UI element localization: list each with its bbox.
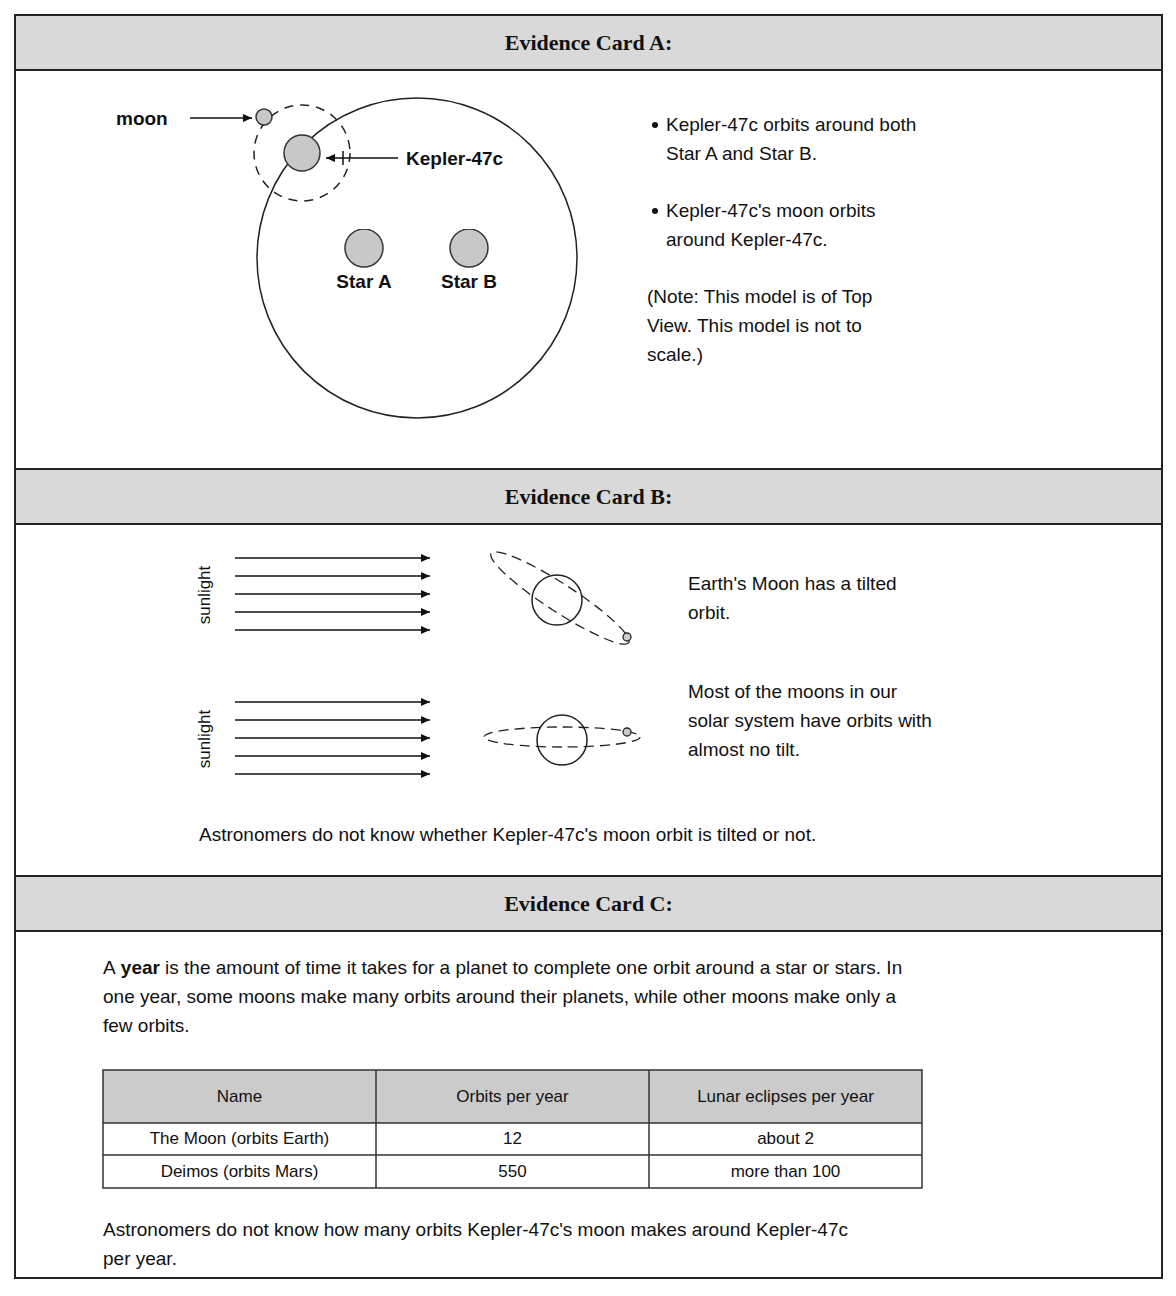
flat-orbit: [484, 727, 640, 747]
table-cell: Deimos (orbits Mars): [103, 1155, 376, 1188]
table-header-fill: [103, 1070, 922, 1123]
text-label: Astronomers do not know how many orbits …: [103, 1215, 873, 1273]
bullet: [652, 122, 658, 128]
paragraph-text: is the amount of time it takes for a pla…: [103, 957, 902, 1036]
leader-arrow: [190, 117, 252, 119]
earth: [532, 575, 582, 625]
paragraph: Ayearis the amount of time it takes for …: [103, 953, 903, 1040]
text-label: Kepler-47c's moon orbits around Kepler-4…: [666, 196, 936, 254]
paragraph-text: A: [103, 957, 116, 978]
moon-orbit: [254, 105, 350, 201]
planet: [537, 715, 587, 765]
sunlight-label: sunlight: [195, 710, 215, 769]
leader-tick: [342, 151, 344, 165]
table-cell: 12: [376, 1123, 649, 1155]
planet: [284, 135, 320, 171]
sunlight-rays: [235, 558, 430, 774]
table-header-cell: Lunar eclipses per year: [649, 1070, 922, 1123]
table-header-cell: Name: [103, 1070, 376, 1123]
moon: [256, 109, 272, 125]
card-title: Evidence Card C:: [504, 891, 673, 917]
card-header: Evidence Card A:: [16, 16, 1161, 71]
leader-arrow: [326, 157, 398, 159]
star-circle: [434, 229, 504, 271]
card-title: Evidence Card B:: [505, 484, 672, 510]
table-header-cell: Orbits per year: [376, 1070, 649, 1123]
text-label: Earth's Moon has a tilted orbit.: [688, 569, 898, 627]
table-cell: The Moon (orbits Earth): [103, 1123, 376, 1155]
star-circle: [329, 229, 399, 271]
text-label: Most of the moons in our solar system ha…: [688, 677, 943, 764]
table-grid: [103, 1070, 922, 1188]
evidence-card: Evidence Card C:: [14, 875, 1163, 1279]
star-label: Star B: [434, 271, 504, 293]
table-cell: about 2: [649, 1123, 922, 1155]
tilted-orbit: [484, 542, 637, 655]
moon: [623, 728, 631, 736]
text-label: Astronomers do not know whether Kepler-4…: [199, 820, 1099, 849]
star-label: Star A: [329, 271, 399, 293]
sunlight-label: sunlight: [195, 566, 215, 625]
card-header: Evidence Card C:: [16, 877, 1161, 932]
planet-orbit: [257, 98, 577, 418]
card-header: Evidence Card B:: [16, 470, 1161, 525]
text-label: Kepler-47c orbits around both Star A and…: [666, 110, 936, 168]
callout-label: Kepler-47c: [406, 144, 536, 173]
table-cell: more than 100: [649, 1155, 922, 1188]
bullet: [652, 208, 658, 214]
callout-label: moon: [116, 104, 196, 133]
star-node: Star A: [329, 229, 399, 295]
card-title: Evidence Card A:: [505, 30, 672, 56]
evidence-card: Evidence Card A: Star A Star B: [14, 14, 1163, 470]
bold-term: year: [121, 957, 160, 978]
star-node: Star B: [434, 229, 504, 295]
evidence-card: Evidence Card B:: [14, 468, 1163, 877]
text-label: (Note: This model is of Top View. This m…: [647, 282, 922, 369]
table-cell: 550: [376, 1155, 649, 1188]
moon: [623, 633, 631, 641]
